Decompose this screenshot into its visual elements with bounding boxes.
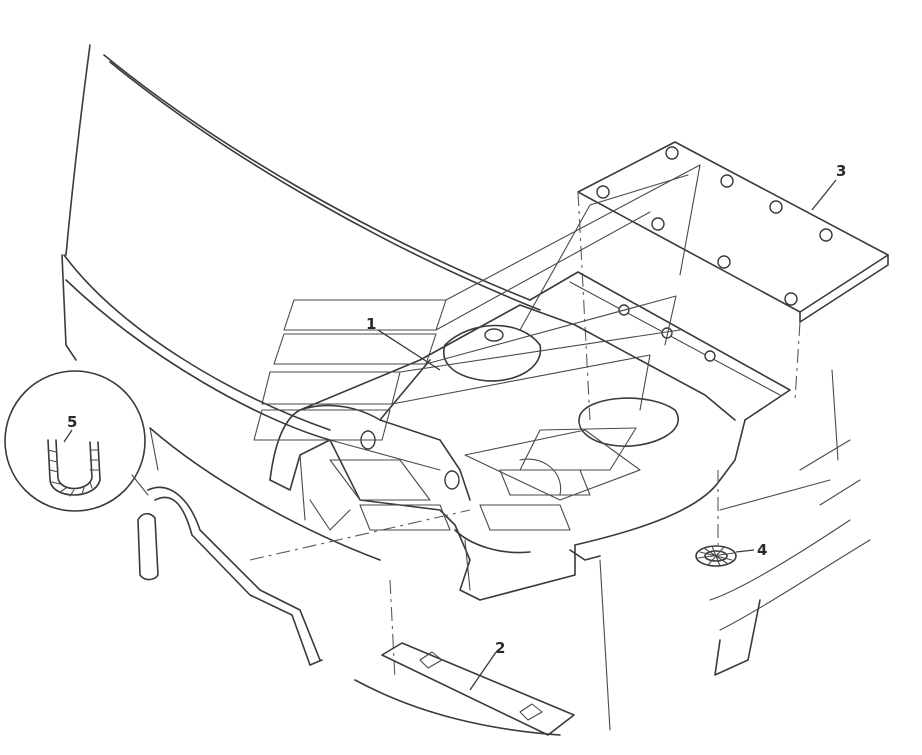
cab-body bbox=[61, 44, 871, 736]
support-bracket-part-1 bbox=[269, 304, 736, 601]
frame-hole bbox=[704, 350, 716, 362]
plate-hole bbox=[819, 228, 833, 242]
callout-labels: 1 2 3 4 5 bbox=[67, 162, 846, 657]
mounting-plate-part-3 bbox=[577, 141, 889, 421]
bracket-hole bbox=[444, 470, 460, 490]
callout-1: 1 bbox=[366, 315, 376, 333]
leader-4 bbox=[735, 549, 755, 553]
plate-hole bbox=[720, 174, 734, 188]
flat-plate-part-2 bbox=[381, 642, 575, 736]
plate-hole bbox=[769, 200, 783, 214]
u-clamp-icon bbox=[47, 439, 101, 497]
leader-5 bbox=[63, 429, 73, 443]
plate-hole bbox=[784, 292, 798, 306]
callout-5: 5 bbox=[67, 413, 77, 431]
hose bbox=[137, 486, 323, 666]
plate-hole bbox=[665, 146, 679, 160]
leader-1 bbox=[377, 329, 441, 371]
callout-leaders bbox=[63, 179, 837, 691]
leader-2 bbox=[469, 651, 497, 691]
plate-hole bbox=[596, 185, 610, 199]
lock-washer-part-4 bbox=[695, 470, 737, 567]
detail-circle bbox=[4, 370, 146, 512]
callout-3: 3 bbox=[836, 162, 846, 180]
leader-3 bbox=[811, 179, 837, 211]
callout-2: 2 bbox=[495, 639, 505, 657]
plate-hole bbox=[717, 255, 731, 269]
chassis-frame bbox=[529, 271, 791, 561]
assembly-guides bbox=[249, 164, 701, 681]
callout-4: 4 bbox=[757, 541, 767, 559]
plate-hole bbox=[651, 217, 665, 231]
bracket-hole bbox=[484, 328, 504, 342]
detail-view-part-5 bbox=[4, 370, 149, 512]
